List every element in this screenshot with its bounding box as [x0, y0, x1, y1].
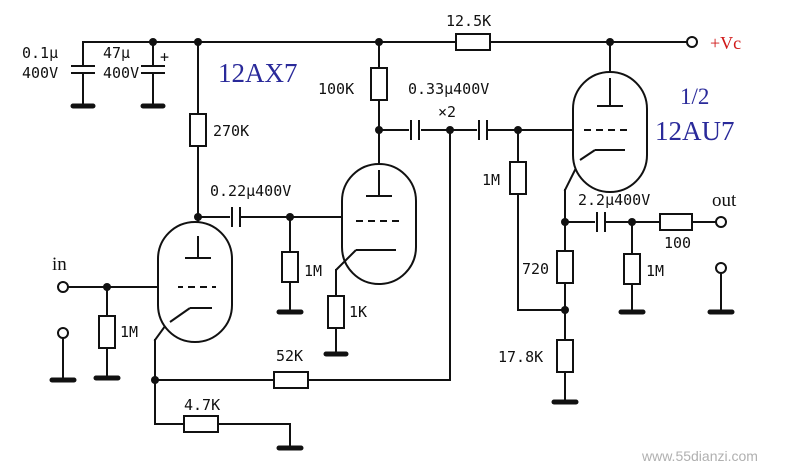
filter-capacitor-0-1u: [70, 41, 96, 109]
label-c1-voltage: 400V: [22, 64, 58, 82]
label-out: out: [712, 190, 737, 211]
resistor-100k: [370, 67, 388, 101]
resistor-4-7k: [183, 415, 219, 433]
label-c2-voltage: 400V: [103, 64, 139, 82]
coupling-capacitors-0-33u-x2: [410, 120, 488, 140]
out-terminal: [715, 216, 727, 228]
in-terminal: [57, 281, 69, 293]
output-capacitor-2-2u: [596, 212, 606, 232]
input-wiring: [67, 286, 179, 381]
in-ground-terminal: [49, 327, 77, 383]
junction-dots: [103, 38, 636, 384]
label-r-17-8k: 17.8K: [498, 348, 543, 366]
out-ground-terminal: [707, 262, 735, 315]
label-r-1m-grid: 1M: [304, 262, 322, 280]
feedback-wiring: [154, 129, 451, 381]
label-r-1k: 1K: [349, 303, 367, 321]
resistor-1m-output: [623, 253, 641, 285]
output-load-resistor-wiring: [618, 221, 646, 315]
filter-capacitor-47u: [140, 41, 166, 109]
resistor-270k: [189, 113, 207, 147]
coupling-capacitor-0-22u: [231, 207, 241, 227]
label-c-2-2u: 2.2μ400V: [578, 191, 650, 209]
watermark: www.55dianzi.com: [641, 448, 758, 464]
label-c-0-33u: 0.33μ400V: [408, 80, 489, 98]
label-r-1m-bias: 1M: [482, 171, 500, 189]
label-r-270k: 270K: [213, 122, 249, 140]
label-c-0-22u: 0.22μ400V: [210, 182, 291, 200]
label-r-4-7k: 4.7K: [184, 396, 220, 414]
resistor-52k: [273, 371, 309, 389]
vc-terminal: [686, 36, 698, 48]
resistor-100: [659, 213, 693, 231]
label-c2-polarity: +: [160, 48, 169, 66]
resistor-12-5k: [455, 33, 491, 51]
resistor-17-8k: [556, 339, 574, 373]
stage2-grid-leak: [276, 216, 304, 315]
tube-stage2: [335, 163, 417, 285]
label-half: 1/2: [680, 84, 709, 109]
tube-output-12au7: [572, 71, 648, 193]
label-tube-12ax7: 12AX7: [218, 58, 298, 88]
label-r-100k: 100K: [318, 80, 354, 98]
stage2-plate-wiring: [378, 41, 585, 171]
label-r-52k: 52K: [276, 347, 303, 365]
output-grid-bias-wiring: [517, 129, 566, 311]
resistor-1m-grid: [281, 251, 299, 283]
label-r-720: 720: [522, 260, 549, 278]
label-r-12-5k: 12.5K: [446, 12, 491, 30]
label-in: in: [52, 254, 67, 275]
label-r-100: 100: [664, 234, 691, 252]
resistor-1m-input: [98, 315, 116, 349]
resistor-720: [556, 250, 574, 284]
tube-stage1: [157, 221, 233, 343]
label-vc: +Vc: [710, 33, 741, 53]
resistor-1m-bias: [509, 161, 527, 195]
label-tube-12au7: 12AU7: [655, 116, 735, 146]
stage2-cathode-wiring: [323, 269, 349, 357]
label-times-two: ×2: [438, 103, 456, 121]
label-c2-value: 47μ: [103, 44, 130, 62]
label-c1-value: 0.1μ: [22, 44, 58, 62]
resistor-1k: [327, 295, 345, 329]
label-r-1m-input: 1M: [120, 323, 138, 341]
label-r-1m-output: 1M: [646, 262, 664, 280]
